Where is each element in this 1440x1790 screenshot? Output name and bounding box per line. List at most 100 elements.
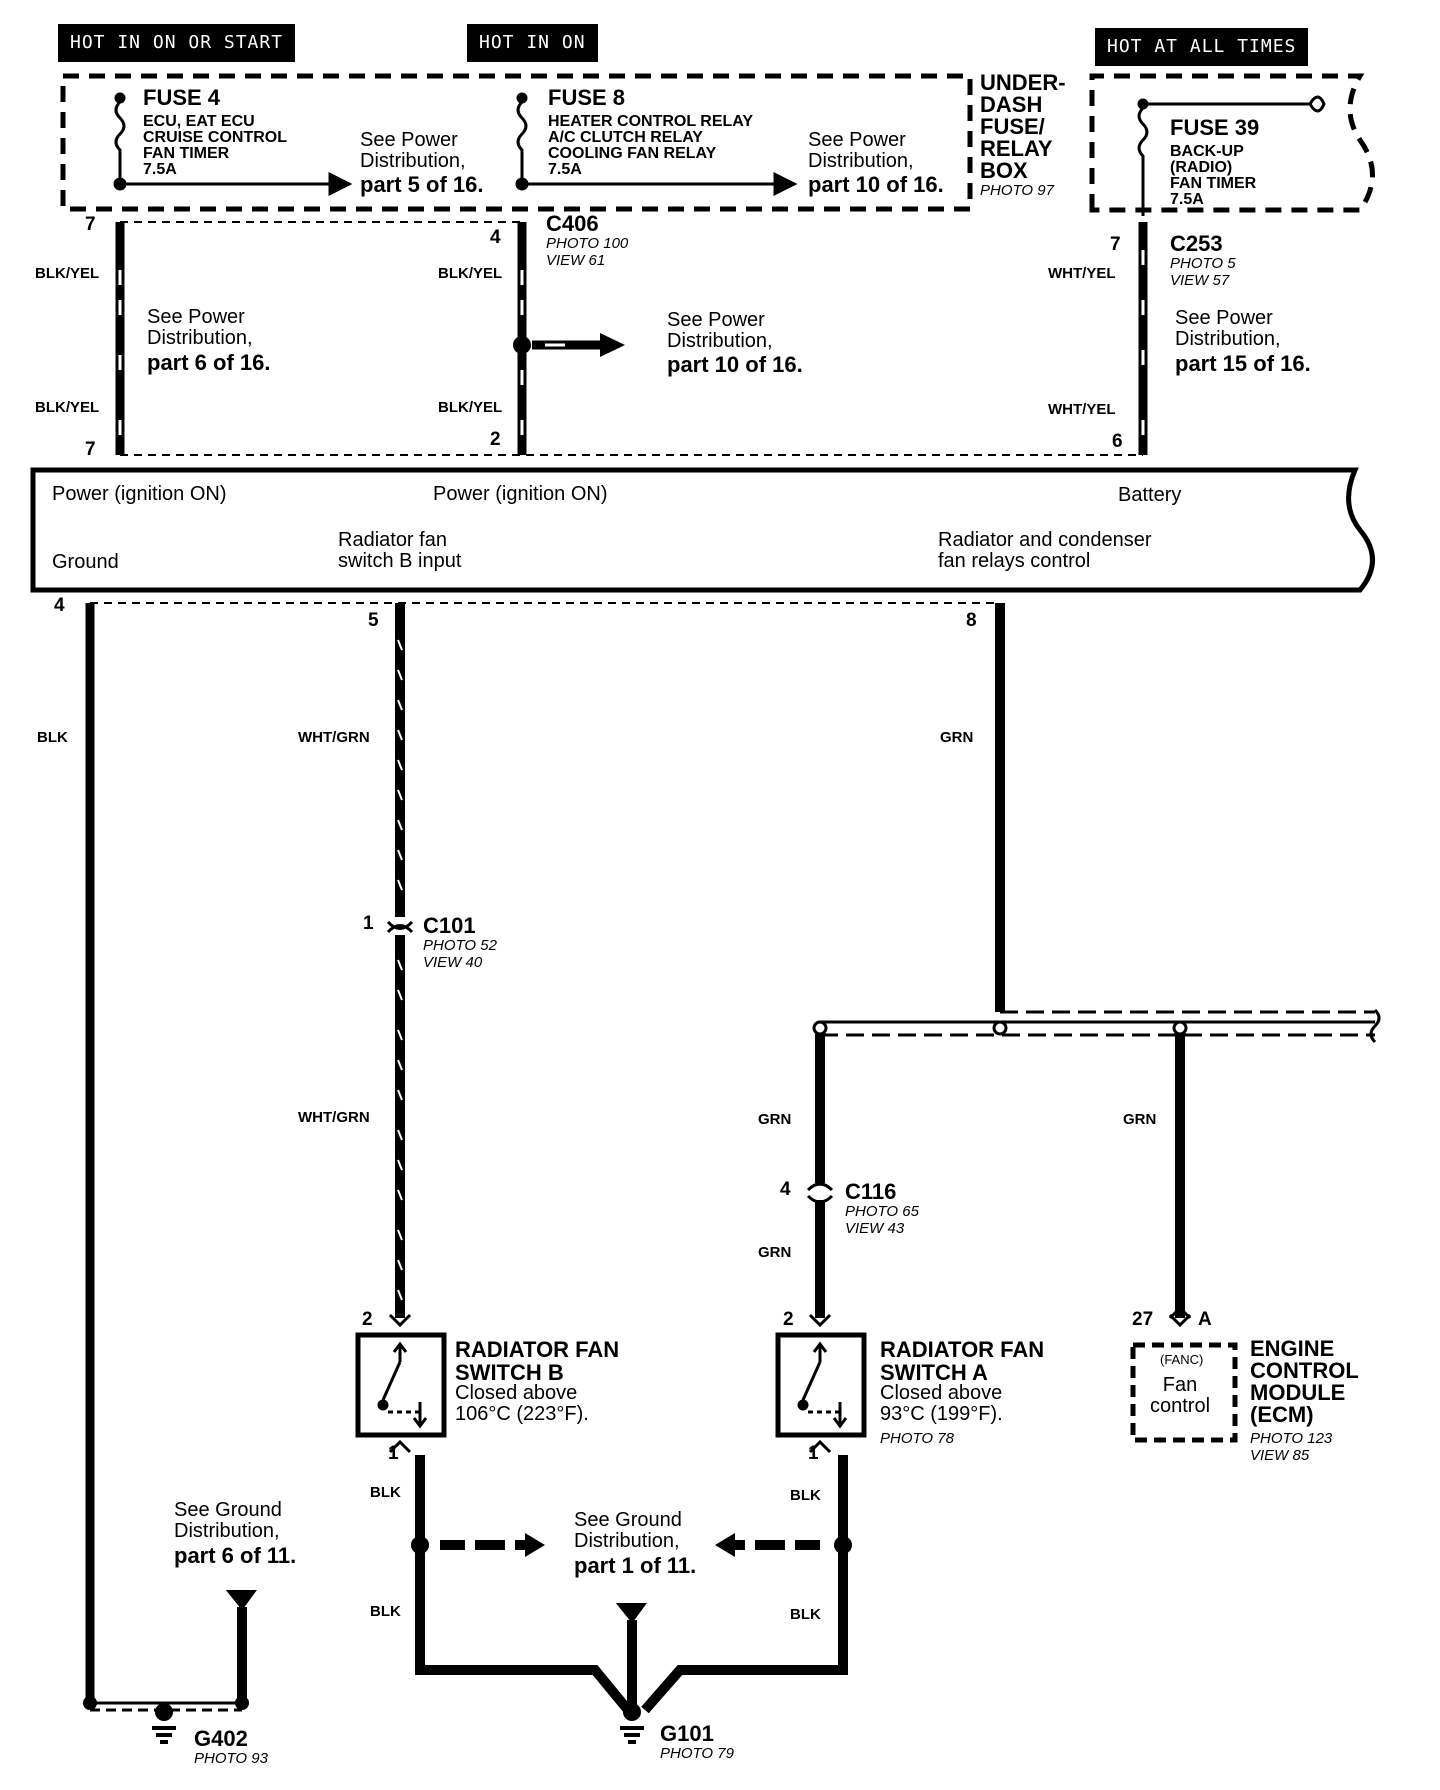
underdash-fuse-box-outline — [60, 73, 973, 212]
underdash-box-photo: PHOTO 97 — [980, 182, 1054, 199]
splice-c406 — [513, 336, 531, 354]
hot-in-on-label: HOT IN ON — [467, 24, 598, 62]
wire-label-grn: GRN — [940, 729, 974, 746]
underdash-box-name: UNDER- DASH FUSE/ RELAY BOX — [980, 70, 1066, 183]
pin-7-fuse4: 7 — [85, 214, 96, 235]
connector-c101-symbol — [386, 920, 414, 934]
hot-in-on-or-start-label: HOT IN ON OR START — [58, 24, 296, 62]
pin-5-module: 5 — [368, 610, 379, 631]
ecm-name: ENGINE CONTROL MODULE (ECM) — [1250, 1336, 1359, 1427]
ref-pd10-part: part 10 of 16. — [667, 352, 803, 377]
pin-7-c253: 7 — [1110, 234, 1121, 255]
ref-gd1-text: See Ground Distribution, — [574, 1509, 682, 1552]
fuse-39-name: FUSE 39 — [1170, 115, 1260, 140]
wire-label-whtgrn: WHT/GRN — [298, 1109, 370, 1126]
ecm-body — [1130, 1342, 1238, 1443]
ref-pd6-text: See Power Distribution, — [147, 306, 253, 349]
pin-1-switch-a: 1 — [808, 1443, 819, 1464]
ref-pd5-text: See Power Distribution, — [360, 129, 466, 172]
pin-8-module: 8 — [966, 610, 977, 631]
wire-label-blk: BLK — [790, 1487, 821, 1504]
ecm-fan-control-label: Fan control — [1150, 1374, 1211, 1417]
switch-a-body — [775, 1332, 867, 1438]
pin-27-ecm: 27 — [1132, 1309, 1154, 1330]
connector-c406-info: PHOTO 100 VIEW 61 — [546, 235, 629, 270]
module-battery-label: Battery — [1118, 484, 1182, 506]
g101-ground-symbol — [615, 1603, 647, 1744]
wire-label-grn: GRN — [758, 1111, 792, 1128]
pin-4-c406: 4 — [490, 227, 501, 248]
fuse-39-desc: BACK-UP (RADIO) FAN TIMER 7.5A — [1170, 143, 1257, 208]
pin-6-c253: 6 — [1112, 431, 1123, 452]
g101-photo: PHOTO 79 — [660, 1745, 734, 1762]
wire-blk-g101 — [415, 1455, 848, 1714]
fuse-4-symbol — [113, 92, 127, 191]
wire-label-blk: BLK — [370, 1484, 401, 1501]
ref-pd10-top-text: See Power Distribution, — [808, 129, 914, 172]
switch-b-desc: Closed above 106°C (223°F). — [455, 1382, 589, 1425]
fuse-8-name: FUSE 8 — [548, 85, 626, 110]
connector-c116-symbol — [806, 1182, 834, 1204]
pin-4-module: 4 — [54, 595, 65, 616]
fuse-8-symbol — [515, 92, 529, 191]
g402-photo: PHOTO 93 — [194, 1750, 268, 1767]
fuse-39-symbol — [1137, 95, 1326, 216]
pin-7-lower: 7 — [85, 439, 96, 460]
wire-label-grn: GRN — [758, 1244, 792, 1261]
wire-label-blk: BLK — [37, 729, 68, 746]
ref-pd5-part: part 5 of 16. — [360, 172, 484, 197]
module-ground-label: Ground — [52, 551, 119, 573]
module-power-label: Power (ignition ON) — [433, 483, 608, 505]
g402-name: G402 — [194, 1726, 248, 1751]
ref-pd10-text: See Power Distribution, — [667, 309, 773, 352]
wire-label-grn: GRN — [1123, 1111, 1157, 1128]
wire-label-whtyel: WHT/YEL — [1048, 265, 1116, 282]
hot-at-all-times-box-outline — [1089, 73, 1375, 213]
wire-label-blkyel: BLK/YEL — [35, 399, 100, 416]
pin-4-c116: 4 — [780, 1179, 791, 1200]
ecm-info: PHOTO 123 VIEW 85 — [1250, 1430, 1333, 1465]
pin-1-switch-b: 1 — [388, 1443, 399, 1464]
switch-b-body — [355, 1332, 447, 1438]
connector-c101-name: C101 — [423, 913, 476, 938]
switch-b-name: RADIATOR FAN SWITCH B — [455, 1337, 620, 1386]
ref-gd6-part: part 6 of 11. — [174, 1543, 297, 1568]
switch-a-name: RADIATOR FAN SWITCH A — [880, 1337, 1045, 1386]
ref-pd15-text: See Power Distribution, — [1175, 307, 1281, 350]
wire-label-blkyel: BLK/YEL — [438, 399, 503, 416]
wire-label-blk: BLK — [370, 1603, 401, 1620]
switch-a-desc: Closed above 93°C (199°F). — [880, 1382, 1003, 1425]
fuse-8-desc: HEATER CONTROL RELAY A/C CLUTCH RELAY CO… — [548, 113, 754, 178]
fuse-4-desc: ECU, EAT ECU CRUISE CONTROL FAN TIMER 7.… — [143, 113, 287, 178]
connector-c116-name: C116 — [845, 1179, 897, 1204]
switch-a-photo: PHOTO 78 — [880, 1430, 954, 1447]
pin-a-ecm: A — [1198, 1309, 1212, 1330]
wire-label-whtyel: WHT/YEL — [1048, 401, 1116, 418]
module-relays-control-label: Radiator and condenser fan relays contro… — [938, 529, 1152, 572]
connector-c253-info: PHOTO 5 VIEW 57 — [1170, 255, 1236, 290]
ref-gd1-part: part 1 of 11. — [574, 1553, 697, 1578]
connector-c253-name: C253 — [1170, 231, 1223, 256]
ref-pd6-part: part 6 of 16. — [147, 350, 271, 375]
wire-label-blk: BLK — [790, 1606, 821, 1623]
connector-c406-name: C406 — [546, 211, 599, 236]
wire-label-blkyel: BLK/YEL — [438, 265, 503, 282]
pin-2-c406: 2 — [490, 429, 501, 450]
wire-label-whtgrn: WHT/GRN — [298, 729, 370, 746]
g402-ground-symbol — [83, 1590, 257, 1744]
module-fan-switch-b-input-label: Radiator fan switch B input — [338, 529, 462, 572]
g101-name: G101 — [660, 1721, 714, 1746]
grn-bus — [820, 1008, 1381, 1044]
ecm-fanc-label: (FANC) — [1160, 1352, 1204, 1367]
ref-gd6-text: See Ground Distribution, — [174, 1499, 282, 1542]
connector-c101-info: PHOTO 52 VIEW 40 — [423, 937, 497, 972]
ref-pd10-top-part: part 10 of 16. — [808, 172, 944, 197]
fuse-4-name: FUSE 4 — [143, 85, 221, 110]
wire-label-blkyel: BLK/YEL — [35, 265, 100, 282]
ref-pd15-part: part 15 of 16. — [1175, 351, 1311, 376]
pin-2-switch-a: 2 — [783, 1309, 794, 1330]
module-box — [30, 467, 1375, 593]
pin-2-switch-b: 2 — [362, 1309, 373, 1330]
pin-1-c101: 1 — [363, 913, 374, 934]
